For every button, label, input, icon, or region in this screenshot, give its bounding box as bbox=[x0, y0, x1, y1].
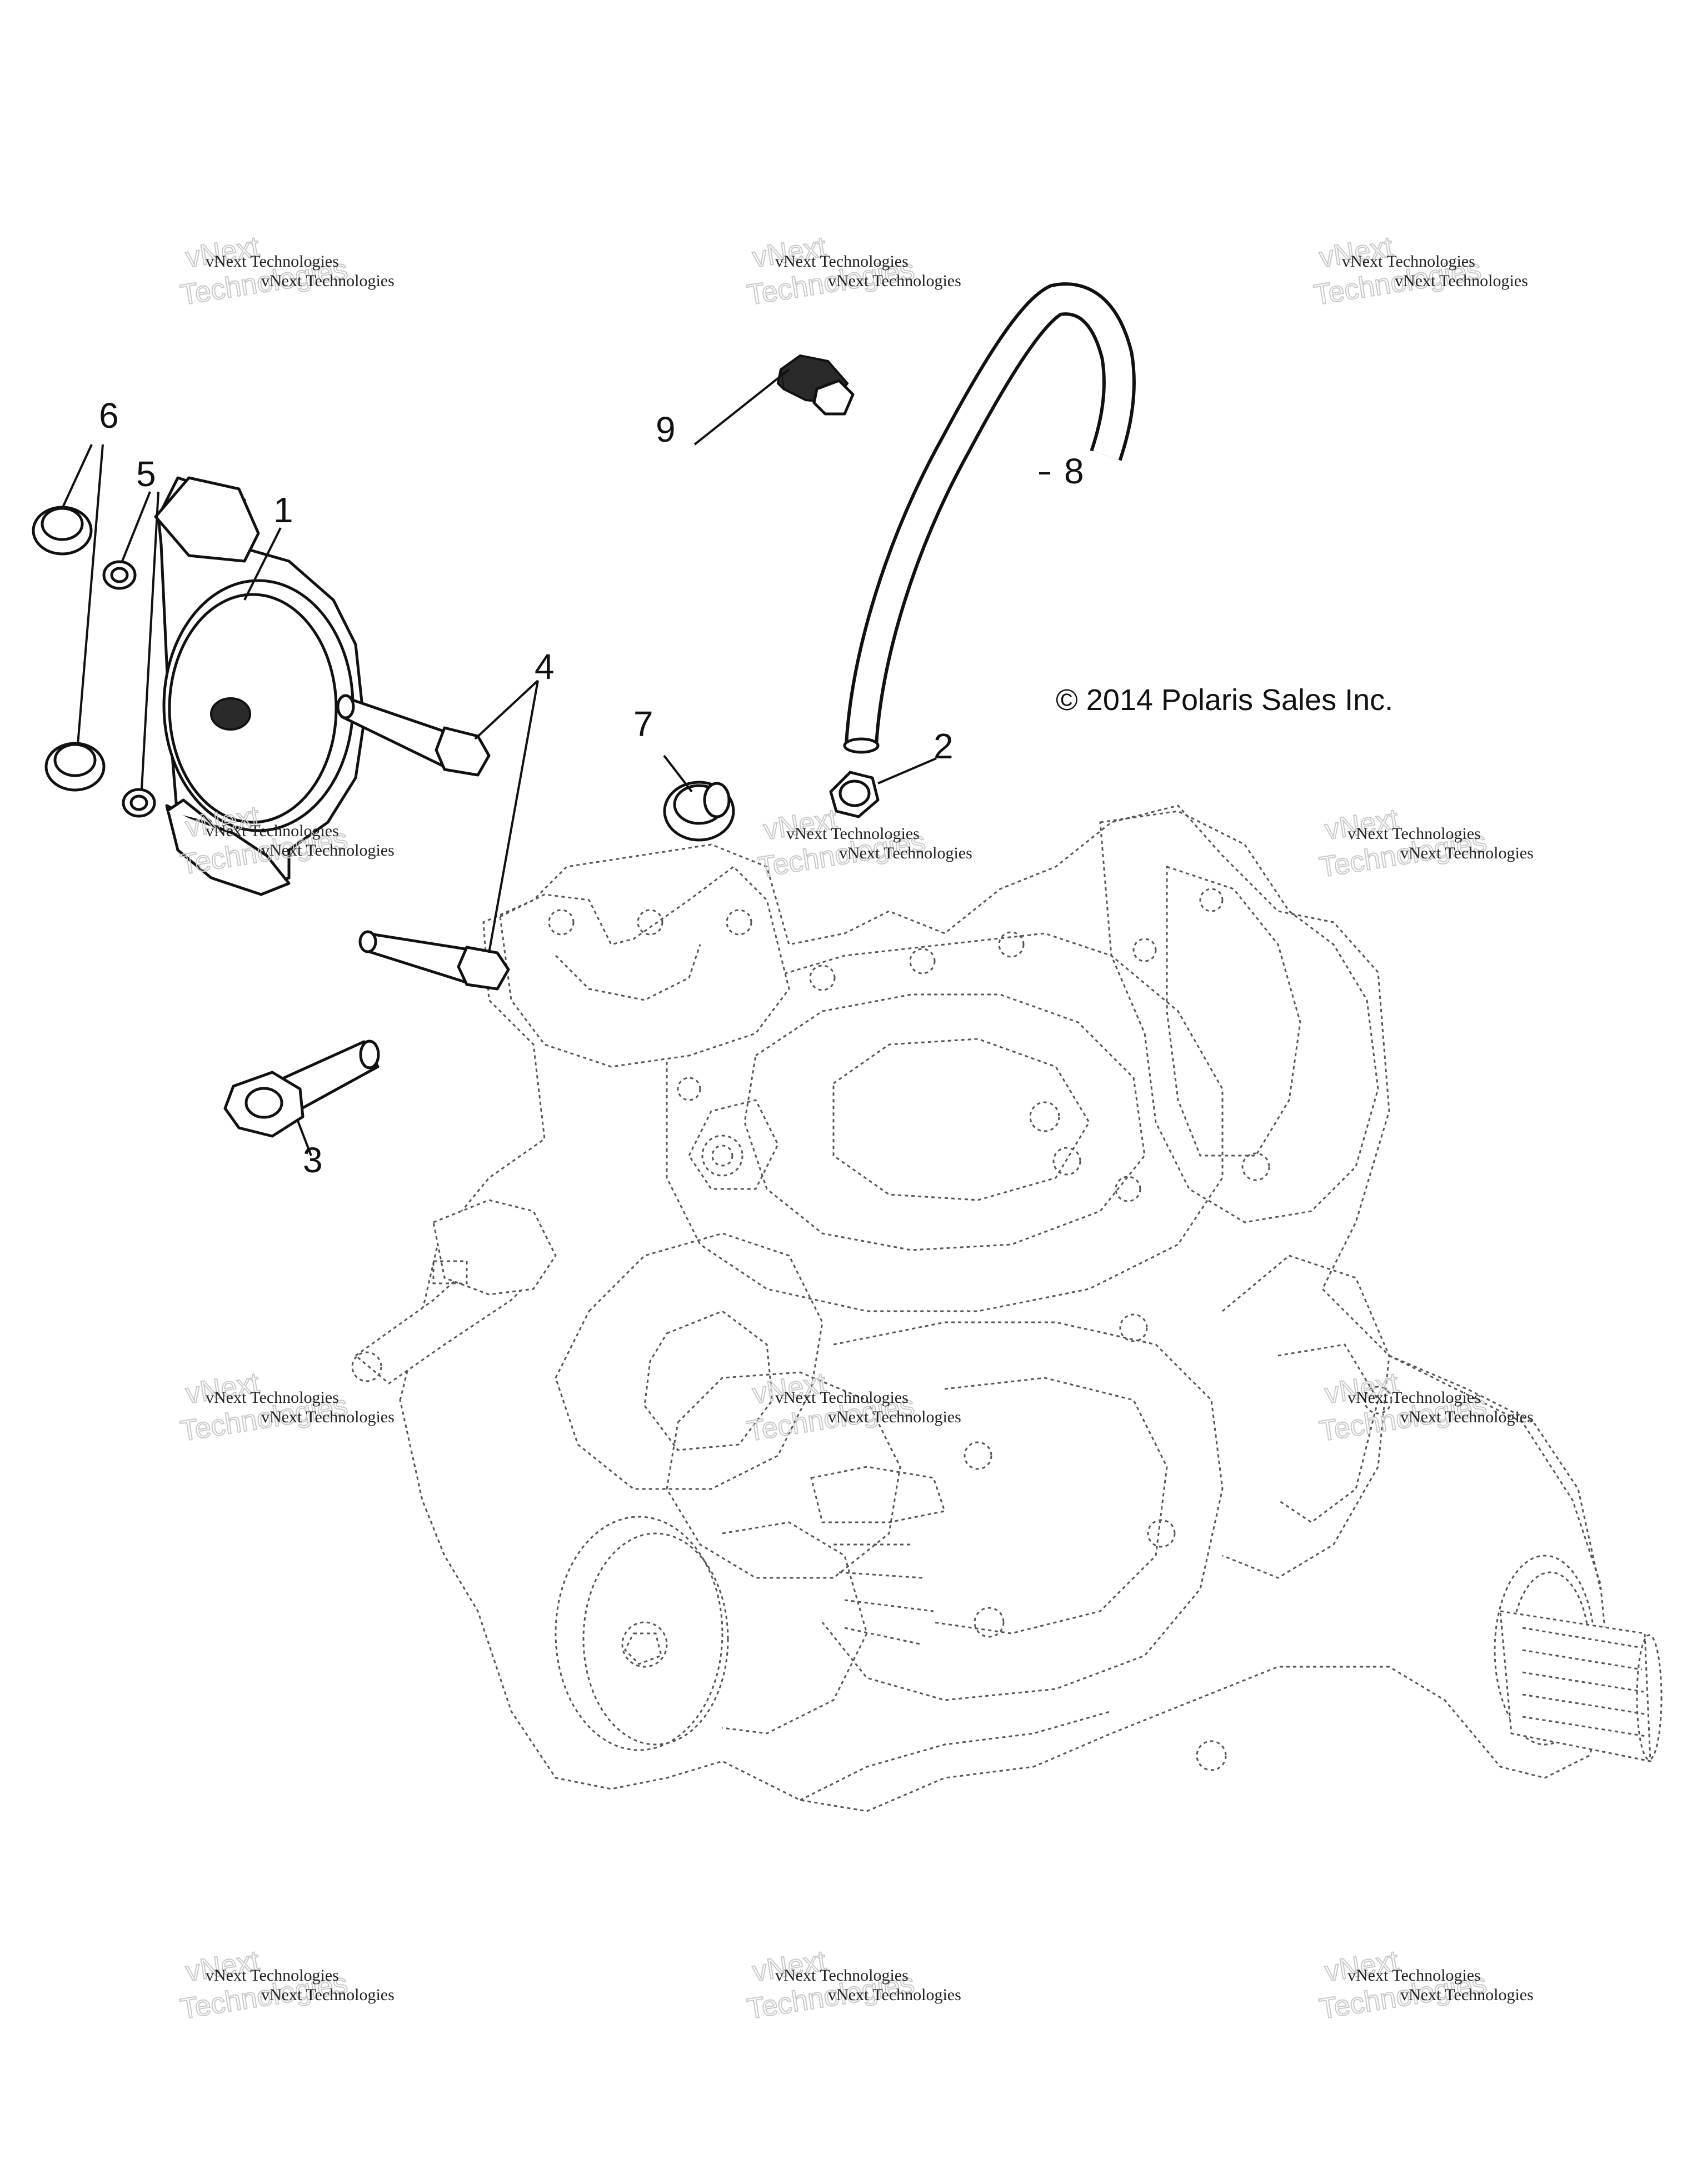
callout-labels: 1 2 3 4 5 6 7 8 9 bbox=[99, 396, 1084, 1180]
copyright-notice: © 2014 Polaris Sales Inc. bbox=[1056, 683, 1393, 717]
callout-4: 4 bbox=[535, 647, 555, 687]
watermark-text: vNext Technologies bbox=[828, 1986, 961, 2004]
watermark-text: vNext Technologies bbox=[775, 252, 909, 271]
watermark-grid: vNext Technologies vNext Technologies vN… bbox=[178, 230, 1534, 2026]
watermark-text: vNext Technologies bbox=[1347, 1966, 1481, 1985]
gearcase-assembly bbox=[351, 804, 1663, 1812]
watermark-text: vNext Technologies bbox=[1342, 252, 1475, 271]
watermark-text: vNext Technologies bbox=[261, 272, 395, 290]
part-8-vent-hose bbox=[843, 282, 1136, 754]
watermark-text: vNext Technologies bbox=[206, 1966, 339, 1985]
watermark-text: vNext Technologies bbox=[786, 824, 920, 843]
part-2-clamp bbox=[829, 771, 880, 818]
callout-1: 1 bbox=[273, 490, 293, 530]
watermark-text: vNext Technologies bbox=[206, 252, 339, 271]
watermark-text: vNext Technologies bbox=[1400, 1408, 1534, 1426]
part-1-speed-sensor bbox=[154, 476, 366, 896]
watermark-text: vNext Technologies bbox=[261, 1408, 395, 1426]
watermark-text: vNext Technologies bbox=[1347, 824, 1481, 843]
watermark-text: vNext Technologies bbox=[828, 272, 961, 290]
part-9-hose-clip bbox=[776, 354, 855, 416]
part-6-flange-nuts bbox=[32, 506, 106, 792]
watermark-text: vNext Technologies bbox=[206, 1388, 339, 1407]
watermark-text: vNext Technologies bbox=[261, 841, 395, 859]
part-5-washers bbox=[102, 560, 156, 818]
watermark-text: vNext Technologies bbox=[775, 1966, 909, 1985]
watermark-text: vNext Technologies bbox=[1395, 272, 1528, 290]
callout-3: 3 bbox=[303, 1140, 323, 1180]
watermark-text: vNext Technologies bbox=[828, 1408, 961, 1426]
watermark-text: vNext Technologies bbox=[261, 1986, 395, 2004]
watermark-text: vNext Technologies bbox=[1400, 1986, 1534, 2004]
watermark-text: vNext Technologies bbox=[1400, 844, 1534, 862]
leader-lines bbox=[61, 368, 1050, 1156]
callout-7: 7 bbox=[633, 704, 653, 744]
part-3-flange-bolt bbox=[223, 1039, 380, 1138]
callout-9: 9 bbox=[656, 409, 676, 449]
part-4-bolts bbox=[336, 694, 510, 991]
watermark-text: vNext Technologies bbox=[1347, 1388, 1481, 1407]
callout-2: 2 bbox=[934, 726, 954, 766]
part-7-nut bbox=[663, 781, 735, 842]
callout-6: 6 bbox=[99, 396, 119, 436]
watermark-text: vNext Technologies bbox=[206, 822, 339, 840]
watermark-text: vNext Technologies bbox=[775, 1388, 909, 1407]
callout-8: 8 bbox=[1064, 451, 1084, 491]
callout-5: 5 bbox=[136, 454, 156, 494]
watermark-text: vNext Technologies bbox=[839, 844, 972, 862]
